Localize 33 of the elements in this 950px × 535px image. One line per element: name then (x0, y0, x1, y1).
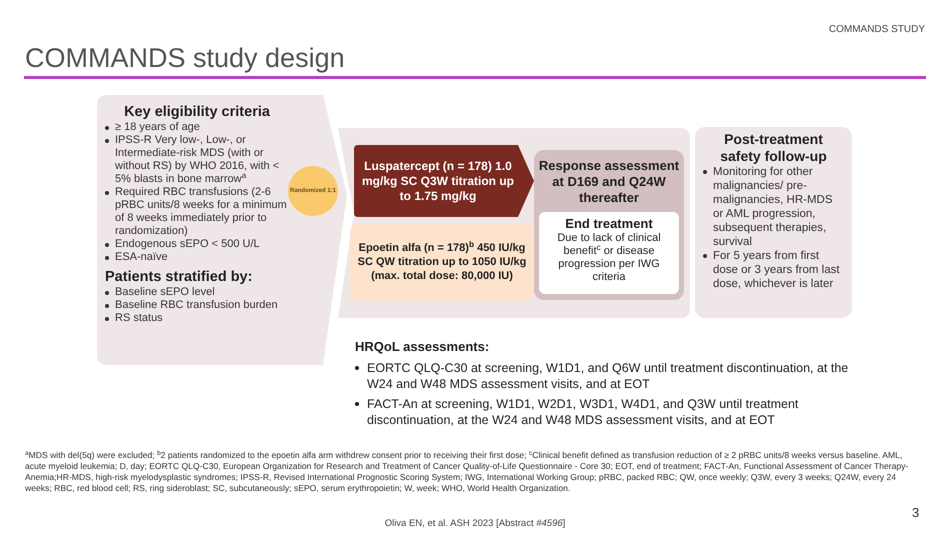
body-text: Due to lack of clinical benefit$^{c}$ or disease progression per IWG criteria (556, 232, 662, 284)
slide-title: COMMANDS study design (25, 42, 345, 74)
page-number: 3 (912, 504, 920, 522)
bullet-text: RS status (115, 312, 163, 325)
treatment-panel (338, 128, 690, 318)
citation-text: Oliva EN, et al. ASH 2023 [Abstract #4596] (384, 517, 566, 531)
bullet-text: ESA-naïve (115, 251, 168, 264)
treatment-arrow (354, 145, 534, 217)
end-treatment-box (539, 212, 679, 294)
treatment-box (350, 223, 534, 301)
heading: Post-treatment safety follow-up (719, 131, 828, 165)
heading: End treatment (564, 216, 654, 232)
bullet-text: For 5 years from first dose or 3 years from last dose, whichever is later (713, 249, 841, 291)
bullet-text: Baseline sEPO level (115, 286, 215, 299)
bullet-text: Required RBC transfusions (2-6 pRBC units/8 weeks for a minimum of 8 weeks immediately prior to randomization) (115, 186, 288, 238)
bullet-text: Baseline RBC transfusion burden (115, 299, 278, 312)
bullet-text: FACT-An at screening, W1D1, W2D1, W3D1, W4D1, and Q3W until treatment discontinuation, at the W24 and W48 MDS assessment visits, and at EOT (367, 396, 800, 428)
bullet-text: Monitoring for other malignancies/ pre-malignancies, HR-MDS or AML progression, subsequent therapies, survival (713, 165, 834, 249)
header-text: COMMANDS STUDY (828, 23, 925, 37)
footnote-text: $^{a}$MDS with del(5q) were excluded; $^{b}$2 patients randomized to the epoetin alfa arm withdrew consent prior to receiving their first dose; $^{c}$Clinical benefit defined as transfusion reduction of ≥ 2 pRBC units/8 weeks versus baseline. AML, acute myeloid leukemia; D, day; EORTC QLQ-C30, European Organization for Research and Treatment of Cancer Quality-of-Life Questionnaire - Core 30; EOT, end of treatment; FACT-An, Functional Assessment of Cancer Therapy-Anemia;HR-MDS, high-risk myelodysplastic syndromes; IPSS-R, Revised International Prognostic Scoring System; IWG, International Working Group; pRBC, packed RBC; QW, once weekly; Q3W, every 3 weeks; Q24W, every 24 weeks; RBC, red blood cell; RS, ring sideroblast; SC, subcutaneously; sEPO, serum erythropoietin; W, week; WHO, World Health Organization. (25, 450, 910, 494)
box-text: Epoetin alfa (n = 178)$^{b}$ 450 IU/kg SC QW titration up to 1050 IU/kg (max. total dose: 80,000 IU) (356, 241, 528, 283)
bullet-text: ≥ 18 years of age (115, 121, 200, 134)
assessment-box (534, 150, 684, 300)
bullet-text: Endogenous sEPO < 500 U/L (115, 238, 260, 251)
heading: Patients stratified by: (105, 268, 254, 286)
box-text: Luspatercept (n = 178) 1.0 mg/kg SC Q3W titration up to 1.75 mg/kg (362, 158, 514, 204)
bullet-text: IPSS-R Very low-, Low-, or Intermediate-risk MDS (with or without RS) by WHO 2016, with < 5% blasts in bone marrow$^{a}$ (115, 134, 280, 186)
box-text: Response assessment at D169 and Q24W thereafter (538, 158, 680, 206)
follow-up-panel (695, 127, 852, 318)
bullet-text: EORTC QLQ-C30 at screening, W1D1, and Q6W until treatment discontinuation, at the W24 and W48 MDS assessment visits, and at EOT (367, 360, 850, 392)
heading: Key eligibility criteria (123, 103, 271, 121)
section-heading: HRQoL assessments: (355, 338, 490, 356)
criteria-panel (97, 95, 347, 365)
